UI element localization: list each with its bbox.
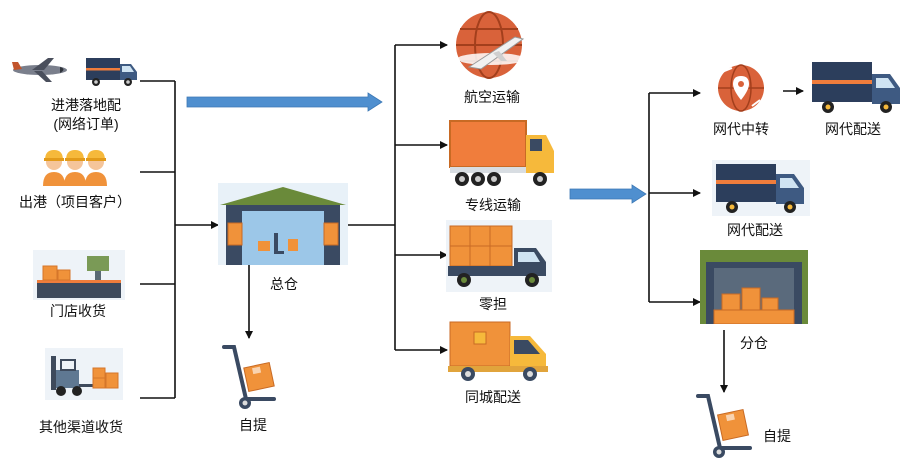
workers-icon: [43, 150, 107, 186]
main-warehouse-label: 总仓: [270, 276, 298, 292]
city-delivery-van-icon: [448, 321, 548, 381]
branch-self-pickup-label: 自提: [763, 428, 791, 444]
other-channel-label: 其他渠道收货: [39, 419, 123, 435]
air-transport-label: 航空运输: [464, 89, 520, 105]
network-delivery-truck-icon: [812, 62, 900, 113]
store-counter-icon: [33, 250, 125, 300]
transit-globe-pin-icon: [718, 64, 764, 112]
network-delivery-label-a: 网代配送: [825, 121, 881, 137]
delivery-truck-icon: [86, 58, 137, 86]
ltl-label: 零担: [479, 296, 507, 312]
forklift-icon: [45, 348, 123, 400]
transit-label: 网代中转: [713, 121, 769, 137]
city-delivery-label: 同城配送: [465, 389, 521, 405]
branch-warehouse-icon: [700, 250, 808, 324]
airplane-icon: [12, 58, 67, 82]
ltl-truck-icon: [446, 220, 552, 292]
blue-arrow-top: [186, 92, 383, 112]
blue-arrow-mid: [569, 184, 647, 204]
semi-truck-icon: [449, 120, 554, 186]
import-sublabel: (网络订单): [53, 116, 119, 132]
network-delivery-truck-b-icon: [712, 160, 810, 216]
branch-warehouse-label: 分仓: [740, 335, 768, 351]
dedicated-line-label: 专线运输: [465, 197, 521, 213]
warehouse-icon: [218, 183, 348, 265]
store-label: 门店收货: [50, 303, 106, 319]
import-label: 进港落地配: [51, 97, 121, 113]
branch-hand-truck-icon: [696, 394, 752, 458]
hub-self-pickup-label: 自提: [239, 417, 267, 433]
export-label: 出港（项目客户）: [19, 194, 131, 210]
hand-truck-icon: [222, 345, 276, 409]
air-transport-globe-icon: [456, 11, 525, 79]
network-delivery-label-b: 网代配送: [727, 222, 783, 238]
